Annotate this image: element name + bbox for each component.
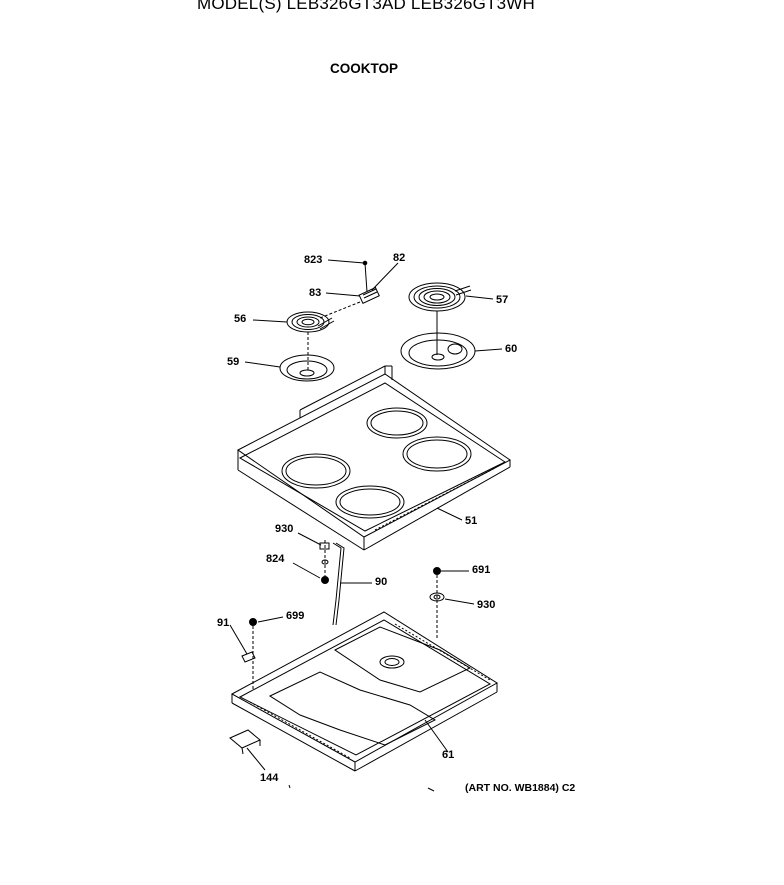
callout-51: 51 xyxy=(465,515,477,527)
art-number: (ART NO. WB1884) C2 xyxy=(465,782,576,794)
callout-61: 61 xyxy=(442,749,454,761)
small-drip-pan xyxy=(279,354,335,382)
callout-56: 56 xyxy=(234,313,246,325)
cooktop-main-top xyxy=(237,365,511,551)
section-title: COOKTOP xyxy=(330,61,399,76)
large-surface-element xyxy=(408,282,472,355)
callout-83: 83 xyxy=(309,287,321,299)
callout-930-left: 930 xyxy=(275,523,293,535)
callout-144: 144 xyxy=(260,772,279,784)
callout-59: 59 xyxy=(227,356,239,368)
callout-691: 691 xyxy=(472,564,490,576)
small-surface-element xyxy=(286,311,335,372)
cooktop-bottom-pan xyxy=(230,611,498,772)
callout-930-right: 930 xyxy=(477,599,495,611)
callout-824: 824 xyxy=(266,553,285,565)
callout-labels: 823 82 83 57 56 59 60 51 930 824 90 691 … xyxy=(217,252,517,784)
large-drip-pan xyxy=(400,332,476,370)
mounting-hardware-right xyxy=(429,567,445,640)
callout-90: 90 xyxy=(375,576,387,588)
callout-91: 91 xyxy=(217,617,229,629)
model-numbers: MODEL(S) LEB326GT3AD LEB326GT3WH xyxy=(197,0,536,13)
leader-lines xyxy=(229,259,503,771)
terminal-block-part xyxy=(319,260,380,319)
callout-699: 699 xyxy=(286,610,304,622)
front-clip-hardware xyxy=(241,618,257,690)
bracket-part xyxy=(229,729,261,755)
callout-57: 57 xyxy=(496,294,508,306)
mounting-hardware-left xyxy=(319,540,345,626)
callout-823: 823 xyxy=(304,254,322,266)
callout-60: 60 xyxy=(505,343,517,355)
callout-82: 82 xyxy=(393,252,405,264)
